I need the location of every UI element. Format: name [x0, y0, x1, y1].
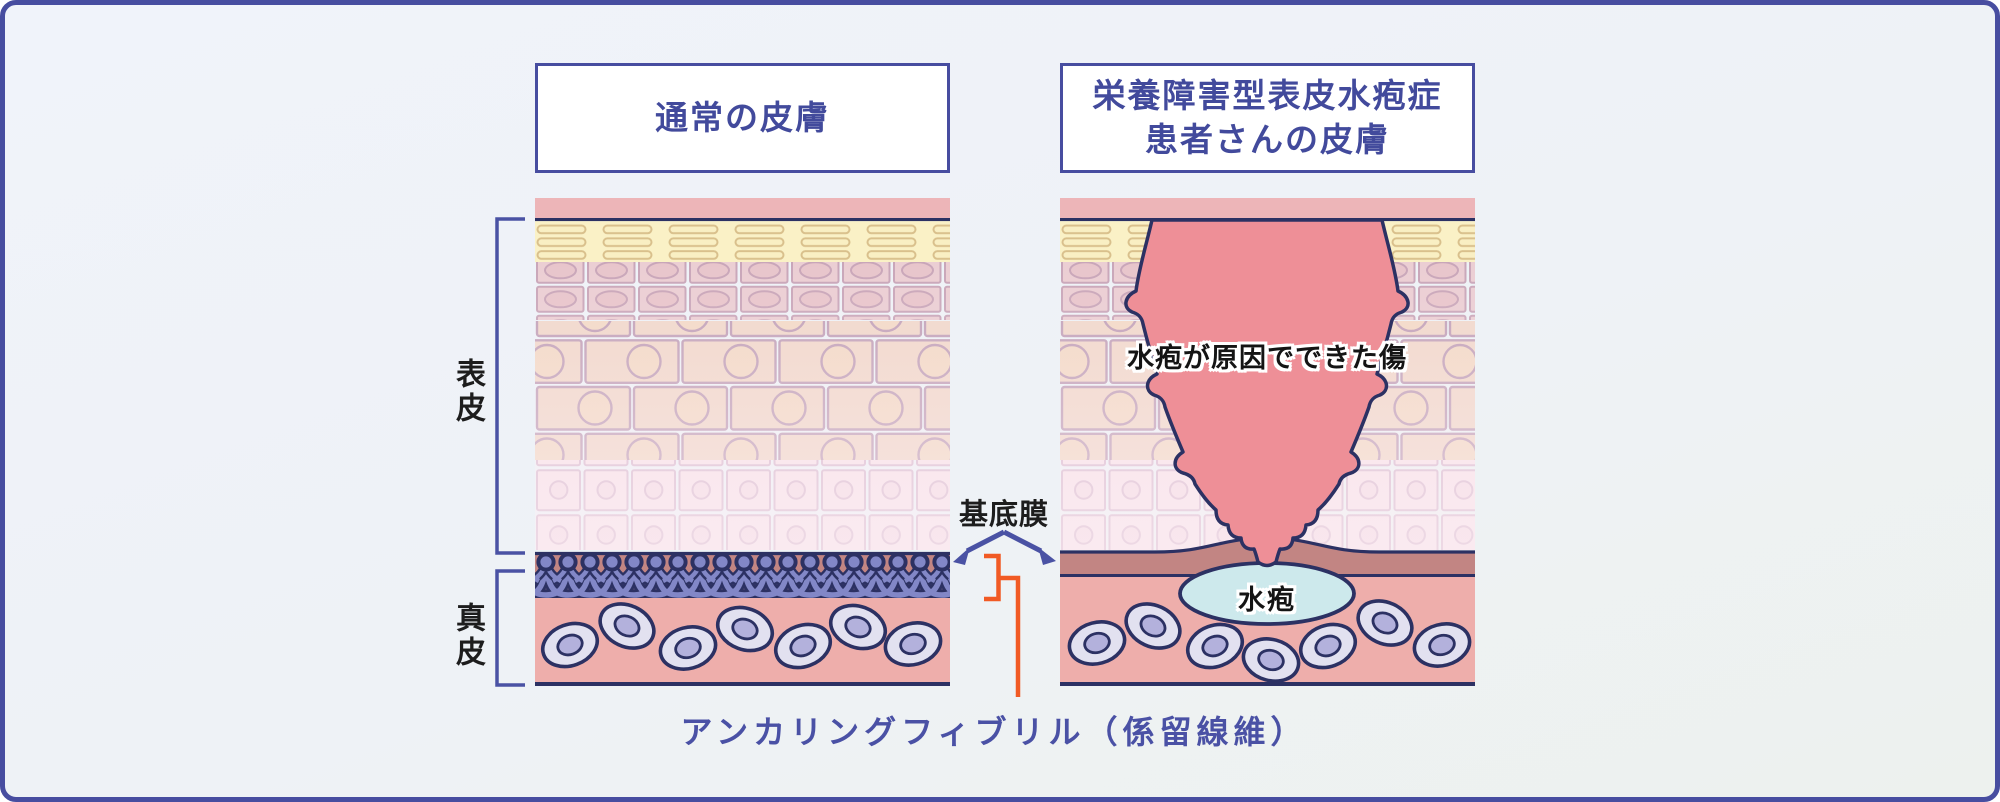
skin-panels-graphic — [535, 198, 1475, 686]
anchoring-fibril-loops — [535, 550, 950, 598]
wound-label: 水疱が原因でできた傷 — [1127, 343, 1407, 373]
patient-skin-title-text: 栄養障害型表皮水疱症 患者さんの皮膚 — [1092, 77, 1443, 158]
epidermis-bracket — [495, 217, 525, 555]
patient-skin-title: 栄養障害型表皮水疱症 患者さんの皮膚 — [1060, 63, 1475, 173]
dermis-bracket — [495, 569, 525, 687]
basement-membrane-label: 基底膜 — [958, 499, 1049, 531]
wound-shape — [1124, 218, 1410, 568]
anchoring-fibril-connector-icon — [984, 553, 1021, 697]
normal-skin-panel — [535, 198, 950, 686]
epidermis-label: 表皮 — [451, 358, 484, 426]
basement-membrane-annotation — [953, 529, 1056, 697]
normal-skin-title-text: 通常の皮膚 — [655, 99, 830, 137]
dermis-label: 真皮 — [451, 602, 484, 670]
patient-skin-panel — [1060, 198, 1475, 686]
normal-skin-title: 通常の皮膚 — [535, 63, 950, 173]
anchoring-fibril-caption: アンカリングフィブリル（係留線維） — [680, 714, 1308, 750]
basement-membrane-arrows-icon — [953, 529, 1056, 565]
blister-label: 水疱 — [1238, 585, 1296, 615]
